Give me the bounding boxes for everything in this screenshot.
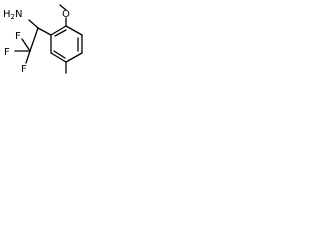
ring-bond-6 — [50, 25, 67, 36]
amine-label: H2N — [3, 9, 22, 21]
ring-double-bond-2 — [53, 50, 66, 59]
bond-cf3-fluorine-up — [21, 38, 31, 52]
fluorine-label-bottom: F — [21, 64, 27, 75]
ring-bond-1 — [65, 25, 83, 36]
bond-ring-chiral-carbon — [37, 27, 52, 36]
skeletal-formula: H2N O F F F — [3, 4, 83, 75]
ring-double-bond-3 — [54, 29, 67, 37]
fluorine-label-left: F — [4, 47, 10, 58]
bond-carbon-amine — [28, 19, 39, 29]
molecule-structure-diagram: H2N O F F F — [0, 0, 94, 94]
fluorine-label-top: F — [15, 31, 21, 42]
ring-bond-3 — [65, 52, 83, 63]
ring-bond-4 — [50, 52, 67, 63]
methoxy-oxygen-label: O — [62, 9, 70, 20]
bond-cf3-fluorine-down — [25, 50, 31, 64]
bond-methyl-oxygen — [59, 4, 67, 11]
bond-carbon-cf3 — [29, 27, 39, 52]
